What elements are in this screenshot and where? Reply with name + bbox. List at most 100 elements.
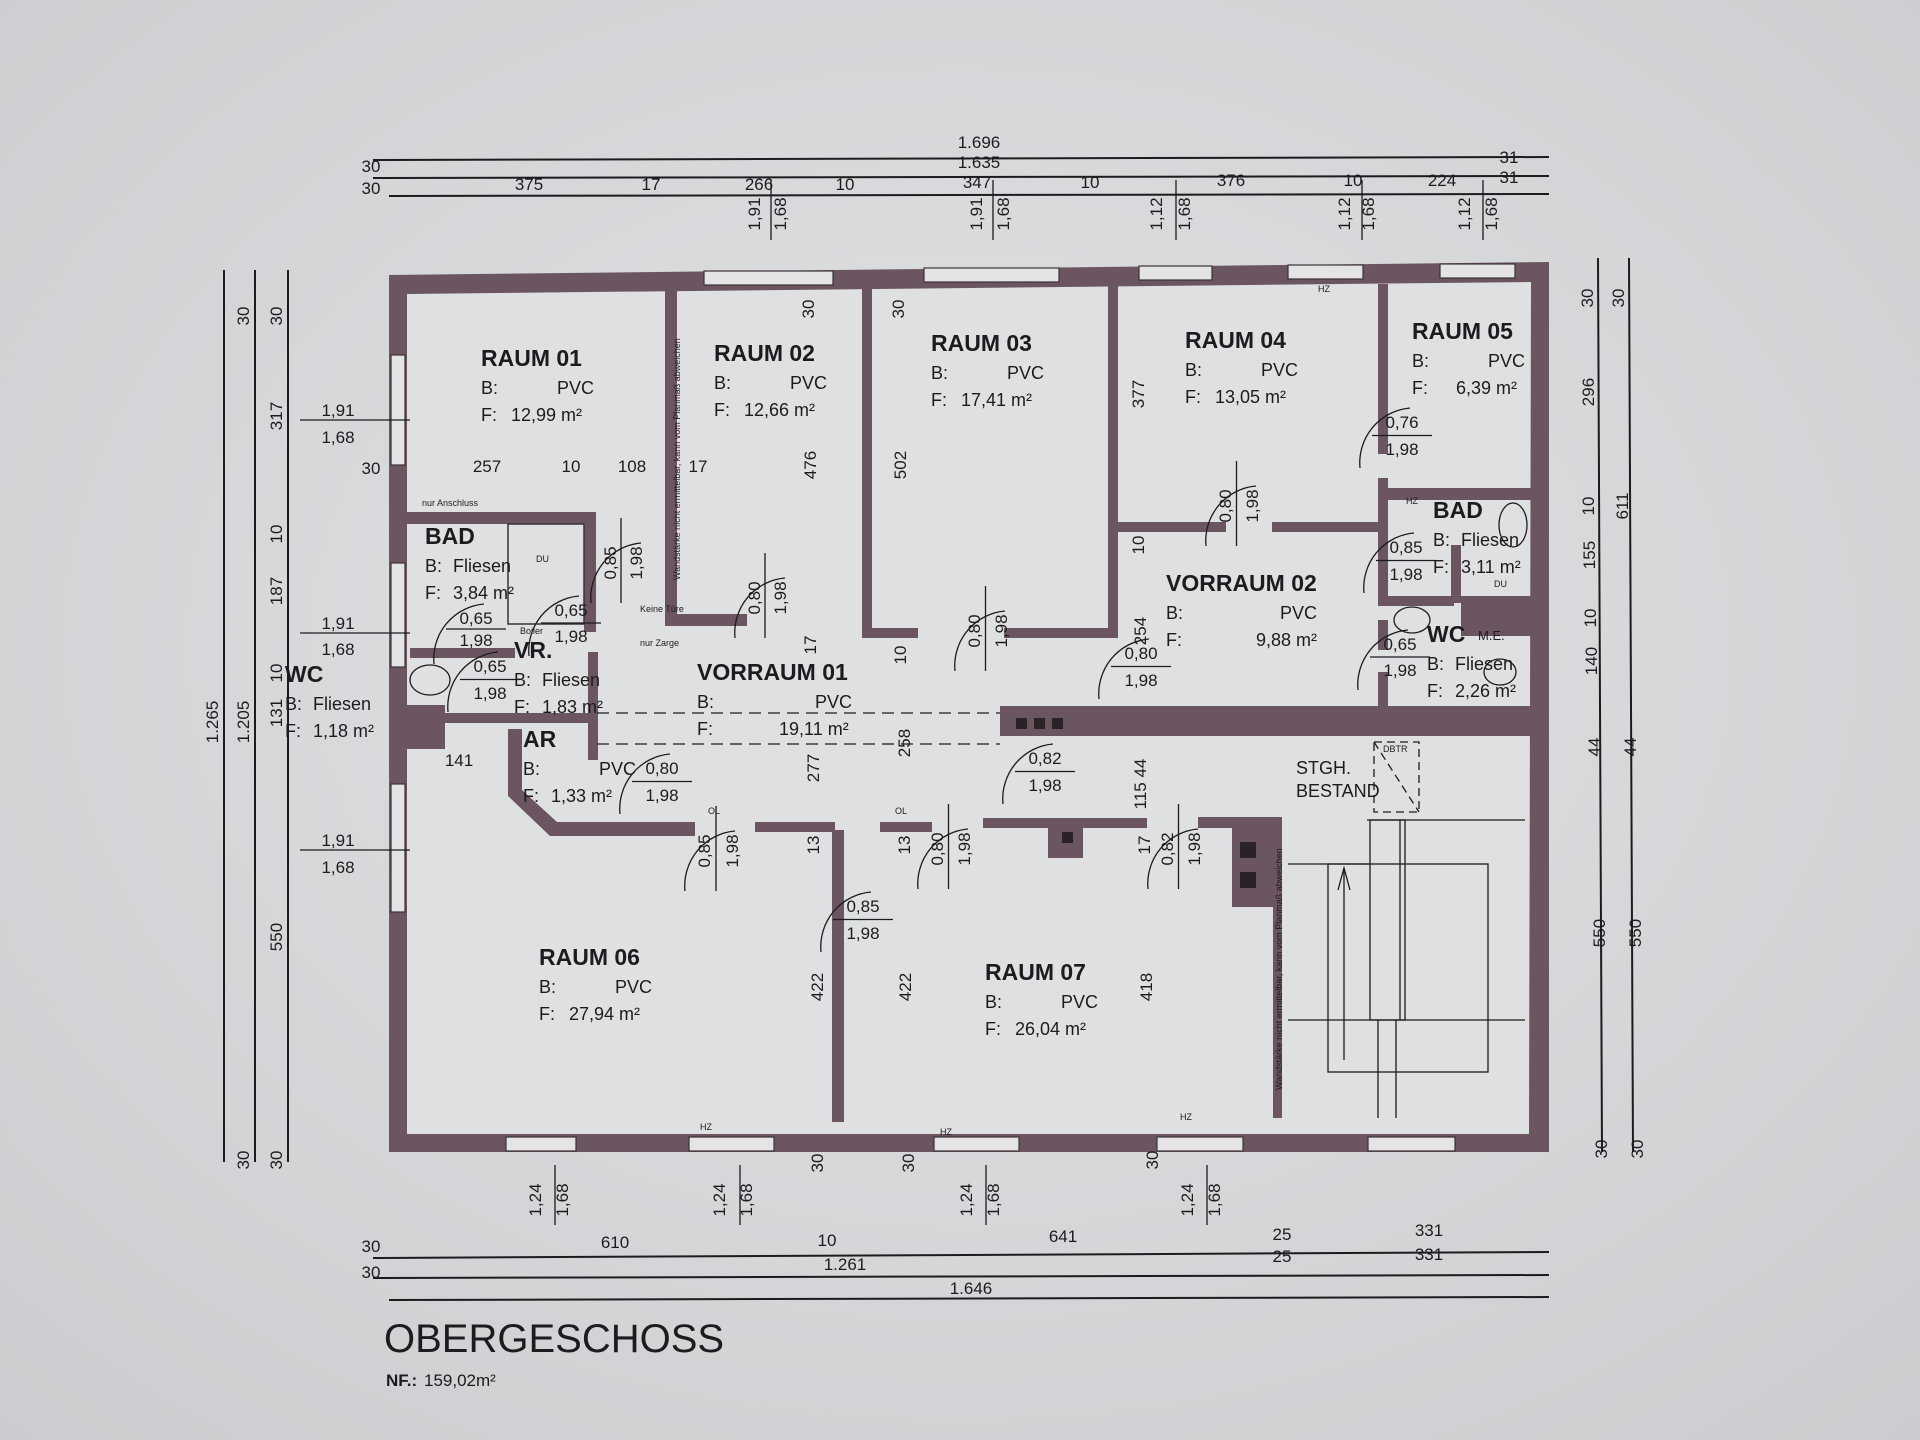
area-value: 17,41 m² [961, 390, 1032, 410]
room-name: RAUM 03 [931, 330, 1032, 356]
door-height-label: 1,98 [627, 546, 646, 579]
dimension-interior-v: 17 [1135, 836, 1154, 855]
dimension-interior-v: 10 [891, 646, 910, 665]
room-name: VORRAUM 01 [697, 659, 848, 685]
dimension-bottom: 25 [1273, 1225, 1292, 1244]
dimension-interior-v: 422 [808, 973, 827, 1001]
dimension-windows-left: 1,91 [321, 831, 354, 850]
dimension-left: 30 [267, 1151, 286, 1170]
dimension-interior-v: 115 44 [1131, 759, 1150, 810]
dimension-right: 30 [1592, 1140, 1611, 1159]
dimension-right: 10 [1581, 609, 1600, 628]
door-width-label: 0,80 [1216, 489, 1235, 522]
area-value: 13,05 m² [1215, 387, 1286, 407]
floor-covering-label: B: [697, 692, 714, 712]
dimension-interior-v: 377 [1129, 380, 1148, 408]
dimension-top: 347 [963, 173, 991, 192]
area-value: 6,39 m² [1456, 378, 1517, 398]
floor-covering-label: B: [714, 373, 731, 393]
floor-covering-value: PVC [599, 759, 636, 779]
dimension-interior-h: 141 [445, 751, 473, 770]
frame-only-note: nur Zarge [640, 638, 679, 648]
door-width-label: 0,65 [459, 609, 492, 628]
room-name: RAUM 01 [481, 345, 582, 371]
dimension-bottom: 1.646 [950, 1279, 993, 1298]
dimension-top: 224 [1428, 171, 1456, 190]
floor-covering-value: Fliesen [1461, 530, 1519, 550]
dimension-windows-top: 1,91 [745, 197, 764, 230]
dimension-right: 296 [1579, 378, 1598, 406]
staircase-label-line2: BESTAND [1296, 781, 1380, 801]
door-height-label: 1,98 [645, 786, 678, 805]
dimension-right: 30 [1628, 1140, 1647, 1159]
toilet-icon [1483, 658, 1517, 686]
door-swing-arc [1205, 485, 1257, 547]
floor-covering-value: PVC [1061, 992, 1098, 1012]
dimension-right: 10 [1579, 497, 1598, 516]
area-value: 9,88 m² [1256, 630, 1317, 650]
heater-label: HZ [1318, 284, 1330, 294]
dimension-left: 317 [267, 402, 286, 430]
area-value: 27,94 m² [569, 1004, 640, 1024]
room-name: WC [285, 661, 323, 687]
dimension-left: 1.265 [203, 701, 222, 744]
door-height-label: 1,98 [1243, 489, 1262, 522]
door: 0,80 1,98 [1205, 461, 1262, 547]
door: 0,851,98 [820, 891, 893, 953]
dimension-interior-h: 257 [473, 457, 501, 476]
door-width-label: 0,65 [1383, 635, 1416, 654]
dimension-interior-v: 30 [889, 300, 908, 319]
dimension-right: 44 [1621, 738, 1640, 757]
toilet-icon [409, 664, 451, 696]
dimension-interior-v: 30 [1143, 1151, 1162, 1170]
dimension-right: 550 [1590, 919, 1609, 947]
windows [390, 263, 1516, 1152]
dimension-interior-h: 108 [618, 457, 646, 476]
dimension-windows-bottom: 1,24 [1178, 1183, 1197, 1216]
dimension-windows-left: 1,68 [321, 858, 354, 877]
floor-covering-value: PVC [1488, 351, 1525, 371]
dimension-right: 550 [1626, 919, 1645, 947]
dimension-top: 1.635 [958, 153, 1001, 172]
room-name: WC [1427, 621, 1465, 647]
floor-covering-value: PVC [1280, 603, 1317, 623]
area-value: 3,11 m² [1461, 557, 1521, 577]
plan-annotations: Keine Türe nur Zarge DU DU M.E. HZ HZ HZ… [422, 284, 1507, 1137]
dimension-interior-v: 30 [899, 1154, 918, 1173]
room-name: RAUM 07 [985, 959, 1086, 985]
door-width-label: 0,80 [745, 581, 764, 614]
sink-icon [1498, 502, 1528, 548]
dimension-right: 140 [1582, 647, 1601, 675]
dimension-left: 550 [267, 923, 286, 951]
door: 0,851,98 [1363, 532, 1436, 594]
floor-covering-label: B: [985, 992, 1002, 1012]
door-swing-arc [1359, 407, 1411, 469]
door-height-label: 1,98 [846, 924, 879, 943]
floor-covering-value: Fliesen [313, 694, 371, 714]
door-swing-arc [447, 651, 499, 713]
dimension-windows-bottom: 1,68 [553, 1183, 572, 1216]
door-height-label: 1,98 [1385, 440, 1418, 459]
door-width-label: 0,80 [1124, 644, 1157, 663]
dimension-left: 1.205 [234, 701, 253, 744]
dimension-windows-bottom: 1,68 [1205, 1183, 1224, 1216]
dimension-left: 10 [267, 525, 286, 544]
dimension-top: 375 [515, 175, 543, 194]
floor-covering-label: B: [1427, 654, 1444, 674]
door-height-label: 1,98 [554, 627, 587, 646]
dimension-windows-bottom: 1,68 [984, 1183, 1003, 1216]
area-label: F: [1166, 630, 1182, 650]
dimension-top: 30 [362, 157, 381, 176]
floor-covering-value: PVC [557, 378, 594, 398]
dimension-left: 131 [267, 699, 286, 727]
dimension-interior-v: 418 [1137, 973, 1156, 1001]
door-swing-arc [1147, 828, 1199, 890]
heater-label: HZ [1180, 1112, 1192, 1122]
door-height-label: 1,98 [1389, 565, 1422, 584]
